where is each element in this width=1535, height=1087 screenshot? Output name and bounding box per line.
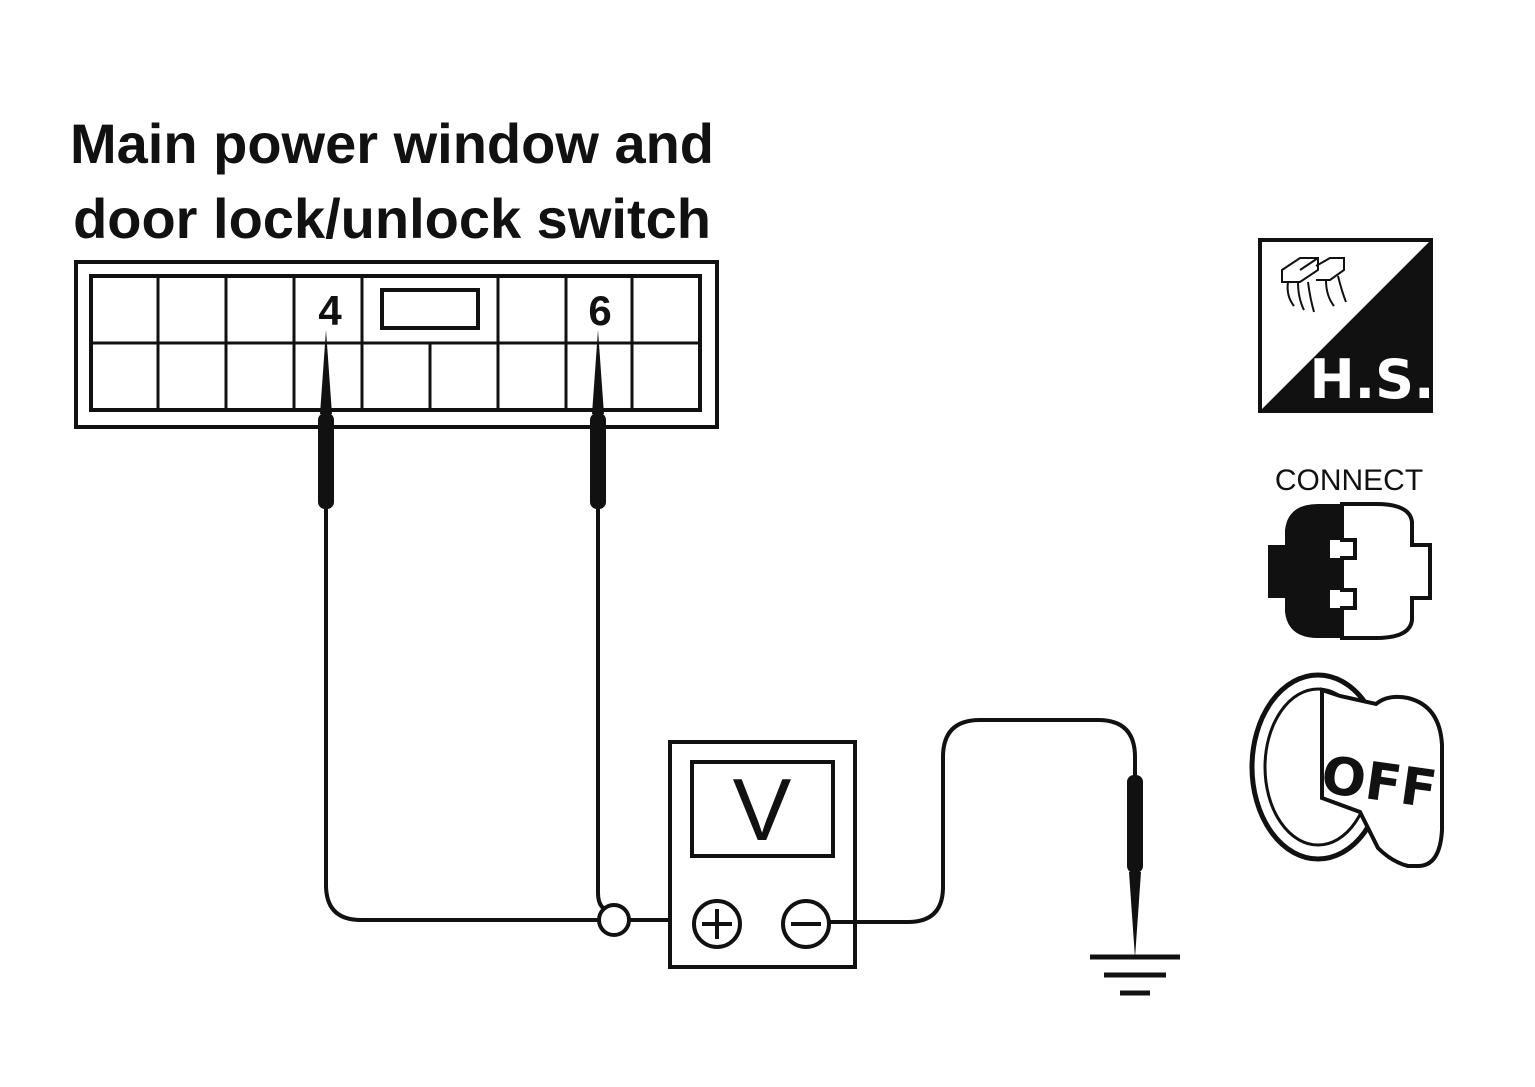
probe-ground bbox=[1127, 775, 1143, 958]
lead-wire-ground bbox=[829, 718, 1137, 924]
ignition-key-icon bbox=[1320, 687, 1444, 868]
lead-wire-pin-4 bbox=[324, 508, 598, 922]
component-title-line1: Main power window and bbox=[70, 112, 714, 175]
ignition-off-icon: OFF bbox=[1249, 672, 1444, 868]
connector-face bbox=[74, 260, 719, 429]
pin-label-4: 4 bbox=[318, 287, 342, 334]
positive-terminal bbox=[692, 899, 742, 949]
wire-junction bbox=[597, 903, 631, 937]
negative-terminal bbox=[781, 899, 831, 949]
connector-harness-icon bbox=[1281, 257, 1347, 313]
connect-label: CONNECT bbox=[1275, 464, 1423, 497]
voltmeter-label: V bbox=[733, 760, 792, 859]
probe-pin-6 bbox=[590, 330, 606, 509]
connector-lock-tab bbox=[380, 288, 480, 330]
connector-connect-icon bbox=[1268, 502, 1432, 640]
voltmeter: V bbox=[668, 740, 857, 969]
probe-pin-4 bbox=[318, 330, 334, 509]
harness-side-label: H.S. bbox=[1309, 348, 1434, 411]
lead-wire-pin-6 bbox=[596, 508, 613, 914]
pin-label-6: 6 bbox=[588, 287, 611, 334]
component-title-line2: door lock/unlock switch bbox=[73, 187, 711, 250]
voltmeter-display bbox=[690, 760, 835, 858]
ground-symbol bbox=[1090, 954, 1180, 996]
harness-side-icon: H.S. bbox=[1258, 238, 1435, 413]
